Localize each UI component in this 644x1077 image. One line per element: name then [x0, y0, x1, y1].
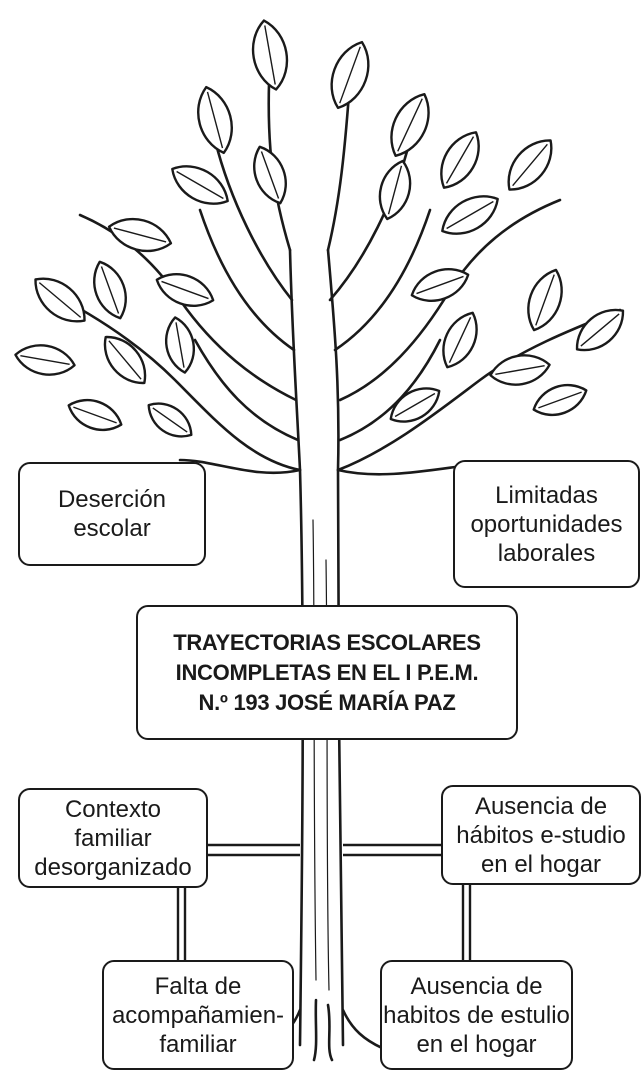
cause-text: en el hogar — [480, 850, 602, 878]
consequence-text: escolar — [73, 515, 151, 542]
consequence-text: oportunidades — [470, 510, 623, 538]
tree-branch-right — [336, 308, 622, 472]
cause-text: Ausencia de — [474, 792, 608, 820]
cause-text: acompañamien- — [111, 1001, 285, 1029]
tree-branch-right — [333, 208, 432, 352]
cause-box-ausencia-lower: Ausencia de habitos de estulio en el hog… — [380, 960, 573, 1070]
consequence-text: Limitadas — [495, 481, 598, 509]
tree-branch-left — [178, 458, 302, 475]
cause-box-contexto: Contexto familiar desorganizado — [18, 788, 208, 888]
tree-trunk — [326, 248, 345, 1047]
tree-branch-left — [213, 138, 294, 302]
central-problem-text: N.º 193 JOSÉ MARÍA PAZ — [198, 689, 456, 715]
cause-box-ausencia-upper: Ausencia de hábitos e-studio en el hogar — [441, 785, 641, 885]
tree-branch-left — [193, 338, 300, 442]
tree-roots — [341, 1008, 384, 1050]
tree-branch-left — [198, 208, 296, 352]
consequence-box-limitadas: Limitadas oportunidades laborales — [453, 460, 640, 588]
cause-text: familiar — [74, 824, 152, 852]
central-problem-text: TRAYECTORIAS ESCOLARES — [173, 629, 481, 655]
tree-trunk — [288, 248, 305, 1047]
tree-roots — [312, 998, 318, 1062]
tree-roots — [326, 1003, 334, 1062]
central-problem-box: TRAYECTORIAS ESCOLARES INCOMPLETAS EN EL… — [136, 605, 518, 740]
consequence-text: laborales — [497, 539, 596, 567]
cause-text: en el hogar — [416, 1030, 537, 1058]
tree-leaves — [14, 19, 625, 438]
cause-text: hábitos e-studio — [456, 821, 626, 849]
cause-text: Falta de — [154, 972, 242, 1000]
cause-box-falta: Falta de acompañamien- familiar — [102, 960, 294, 1070]
tree-branch-left — [43, 288, 302, 472]
cause-text: Contexto — [64, 795, 162, 823]
consequence-text: Deserción — [57, 486, 167, 513]
cause-text: Ausencia de — [410, 972, 543, 1000]
cause-text: desorganizado — [34, 853, 192, 881]
tree-branch-right — [336, 463, 472, 476]
central-problem-text: INCOMPLETAS EN EL I P.E.M. — [175, 659, 479, 685]
cause-text: familiar — [159, 1030, 237, 1058]
cause-text: habitos de estulio — [383, 1001, 570, 1029]
consequence-box-desercion: Deserción escolar — [18, 462, 206, 566]
